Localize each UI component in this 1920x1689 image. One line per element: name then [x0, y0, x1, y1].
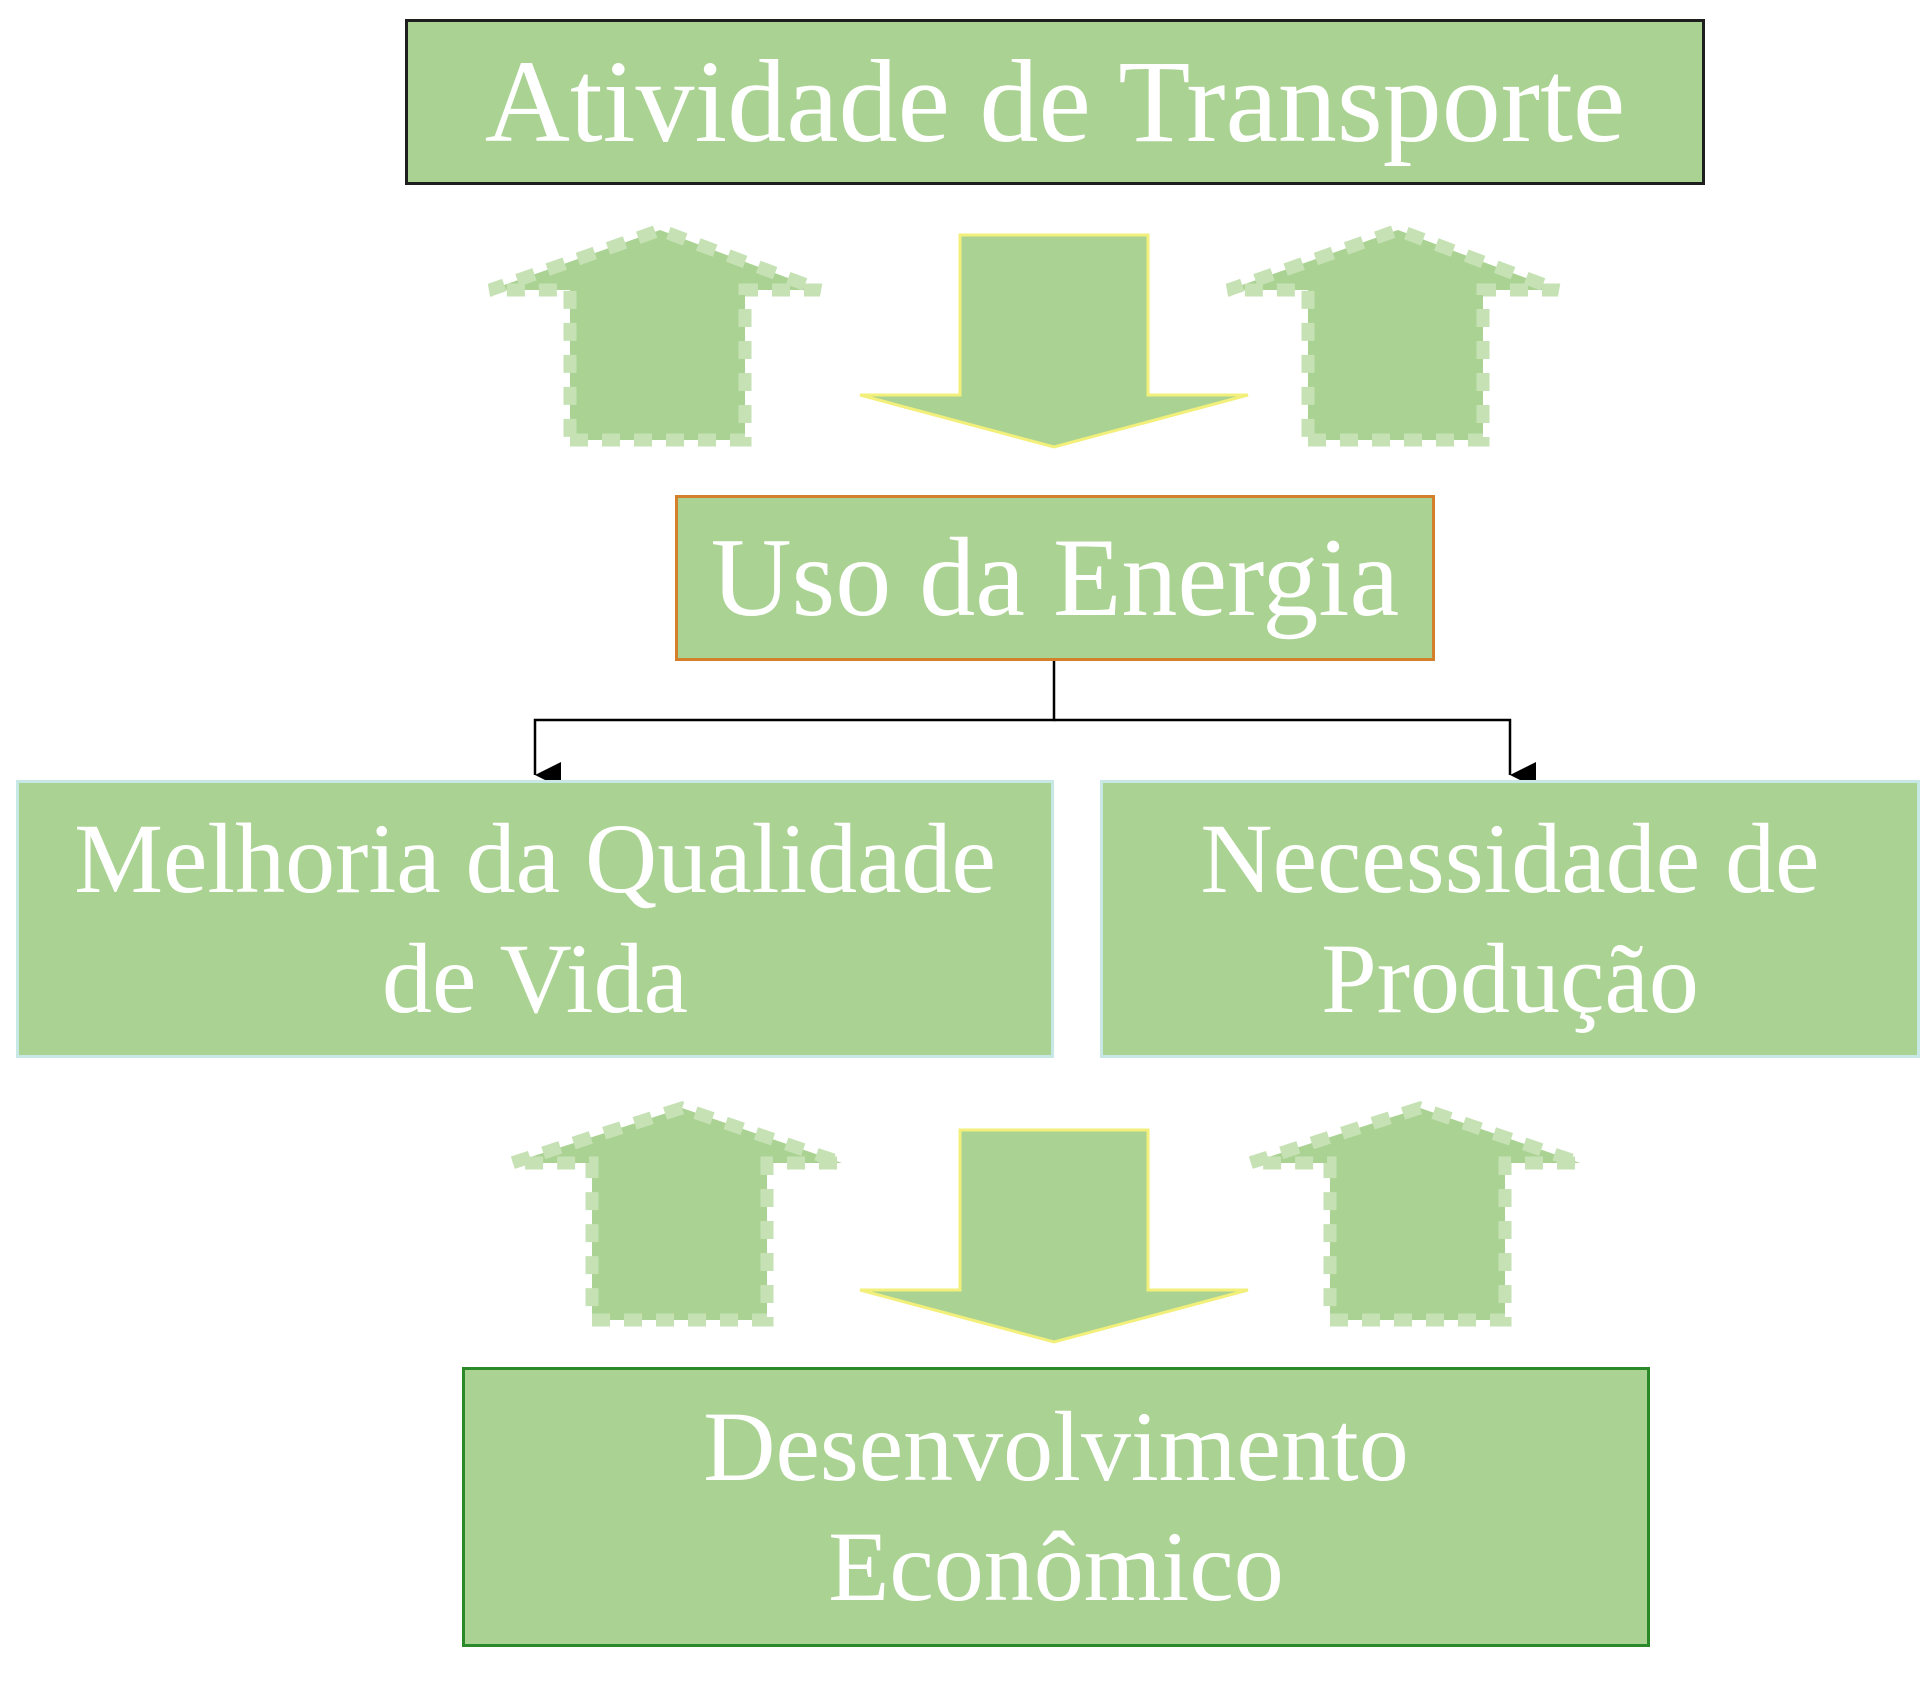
- down-arrow-lower: [859, 1128, 1249, 1344]
- node-atividade-de-transporte: Atividade de Transporte: [405, 19, 1705, 185]
- node-label-line-2: Econômico: [828, 1511, 1284, 1622]
- node-label: Atividade de Transporte: [484, 36, 1626, 168]
- dashed-up-arrow-upper-left: [487, 223, 823, 447]
- dashed-up-arrow-lower-right: [1247, 1101, 1583, 1327]
- dashed-up-arrow-lower-left: [509, 1101, 845, 1327]
- node-label: Uso da Energia: [710, 515, 1400, 640]
- node-label-line-2: de Vida: [382, 923, 688, 1034]
- node-label-line-1: Necessidade de: [1200, 803, 1820, 914]
- node-necessidade-de-producao: Necessidade de Produção: [1100, 780, 1920, 1058]
- node-melhoria-da-qualidade-de-vida: Melhoria da Qualidade de Vida: [16, 780, 1054, 1058]
- node-uso-da-energia: Uso da Energia: [675, 495, 1435, 661]
- down-arrow-upper: [859, 233, 1249, 449]
- node-desenvolvimento-economico: Desenvolvimento Econômico: [462, 1367, 1650, 1647]
- elbow-connector-left: [533, 661, 1056, 788]
- node-label-line-1: Melhoria da Qualidade: [74, 803, 996, 914]
- node-label-line-2: Produção: [1321, 923, 1699, 1034]
- node-label-line-1: Desenvolvimento: [703, 1391, 1409, 1502]
- dashed-up-arrow-upper-right: [1225, 223, 1561, 447]
- elbow-connector-right: [1054, 718, 1536, 788]
